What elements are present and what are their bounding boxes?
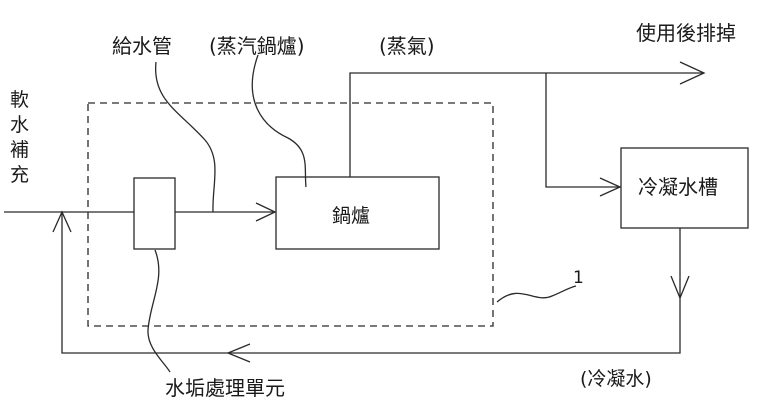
- condensate-tank-box: [620, 147, 749, 229]
- scale-treatment-unit-box: [133, 177, 176, 250]
- exhaust-arrowhead: [679, 61, 706, 85]
- soft-water-makeup-label: 軟水補充: [10, 89, 30, 186]
- condensate-left-arrowhead: [226, 343, 251, 363]
- condensate-tank-arrowhead: [599, 177, 622, 197]
- boiler-label: 鍋爐: [332, 205, 371, 227]
- condensate-return-line: [61, 212, 681, 354]
- boiler-box: [275, 176, 440, 250]
- feed-pipe-arrowhead: [255, 202, 277, 222]
- steam-boiler-label: (蒸汽鍋爐): [209, 34, 305, 58]
- condensate-up-arrowhead: [52, 210, 72, 233]
- steam-boiler-leader: [251, 54, 307, 188]
- feed-pipe-label: 給水管: [112, 34, 172, 58]
- steam-line: [349, 72, 704, 177]
- condensate-down-arrowhead: [670, 275, 690, 300]
- steam-label: (蒸氣): [379, 34, 435, 58]
- exhaust-label: 使用後排掉: [636, 21, 736, 45]
- condensate-tank-label: 冷凝水槽: [638, 175, 718, 199]
- steam-boiler-boundary: [87, 102, 494, 327]
- reference-numeral-leader: [496, 285, 577, 303]
- feed-pipe-leader: [155, 61, 216, 213]
- scale-treatment-leader: [147, 249, 171, 373]
- condensate-label: (冷凝水): [580, 368, 652, 390]
- reference-numeral-label: 1: [573, 268, 584, 288]
- condensate-branch-line: [545, 73, 620, 188]
- scale-treatment-unit-label: 水垢處理單元: [165, 376, 285, 400]
